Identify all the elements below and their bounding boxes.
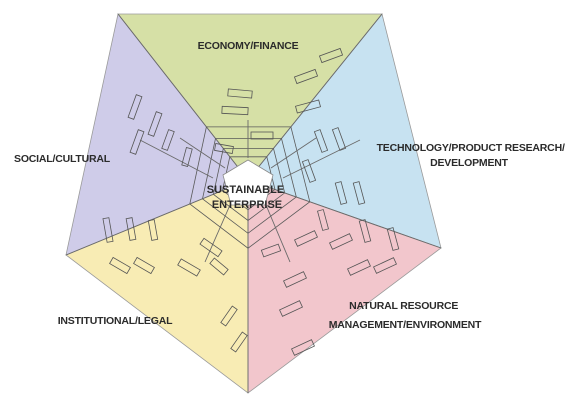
floating-panel [283,271,307,288]
floating-panel [295,99,321,114]
floating-panel [161,129,175,151]
floating-panel [260,243,282,258]
floating-panel [133,256,155,275]
center-label: SUSTAINABLE ENTERPRISE [207,184,287,211]
floating-panel [177,258,201,277]
floating-panel [147,111,163,137]
economy-finance-label: ECONOMY/FINANCE [198,40,299,52]
floating-panel [291,339,315,356]
floating-panel [129,129,145,155]
floating-panel [294,230,318,247]
tunnel-ring [202,138,297,234]
floating-panel [334,181,348,205]
floating-panel [127,94,143,120]
tunnel-grid-line [270,137,317,169]
floating-panel [125,217,137,241]
floating-panel [347,259,371,276]
floating-panel [301,159,317,183]
floating-panel [209,257,229,276]
tunnel-grid-line [265,204,291,263]
tunnel-ring [189,126,311,249]
social-cultural-label: SOCIAL/CULTURAL [14,153,111,165]
floating-panel [279,300,303,317]
floating-panel [331,127,347,151]
floating-panel [214,143,234,154]
floating-panel [358,219,372,243]
floating-panel [221,105,249,116]
center-label-line1: SUSTAINABLE [207,184,284,196]
floating-panel [329,233,353,250]
floating-panel [318,47,344,64]
tunnel-grid-line [179,137,226,169]
floating-panel [313,129,329,153]
floating-panel [199,237,223,258]
floating-panel [147,219,159,241]
floating-panel [227,88,253,99]
floating-panel [102,217,114,243]
institutional-legal-label: INSTITUTIONAL/LEGAL [58,315,173,327]
technology-research-label: TECHNOLOGY/PRODUCT RESEARCH/ DEVELOPMENT [377,142,568,169]
floating-panel [386,227,400,251]
floating-panel [181,147,193,167]
natural-resource-label: NATURAL RESOURCE MANAGEMENT/ENVIRONMENT [329,300,482,331]
floating-panel [352,181,366,205]
floating-panels [102,47,400,356]
floating-panel [317,209,329,231]
center-opening [222,159,274,206]
floating-panel [220,305,238,327]
floating-panel [373,257,397,274]
floating-panel [250,131,274,140]
floating-panel [230,331,248,353]
floating-panel [109,256,131,275]
center-label-line2: ENTERPRISE [212,199,282,211]
tunnel-grid-line [282,139,361,179]
floating-panel [293,68,319,85]
tunnel-grid-line [139,139,214,179]
tunnel-grid-line [204,204,231,263]
